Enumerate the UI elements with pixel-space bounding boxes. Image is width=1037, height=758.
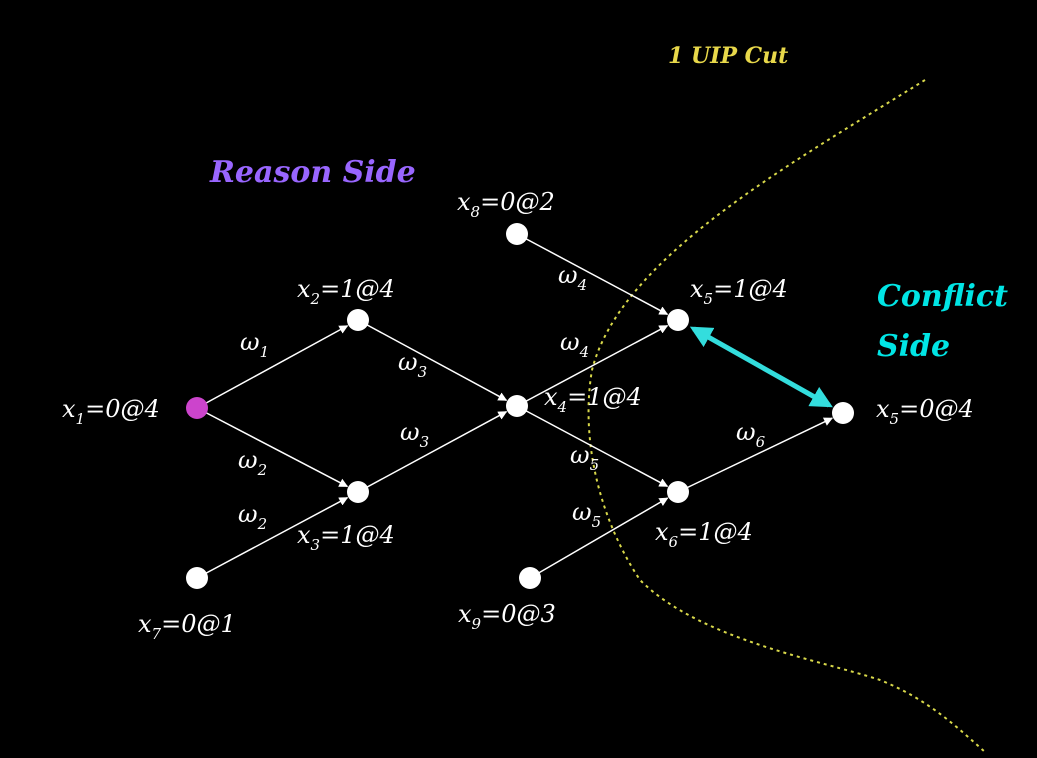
node-labels-layer: x1=0@4 x2=1@4 x3=1@4 x4=1@4 x5=1@4 x5=0@4 x6=1… [62, 188, 974, 643]
edge-label-x3-x4: ω3 [400, 418, 429, 451]
edge-x6-x5b [677, 417, 833, 493]
edge-x8-x5 [516, 233, 669, 316]
node-label-x2: x2=1@4 [297, 275, 395, 308]
cut-title: 1 UIP Cut [668, 43, 788, 69]
node-label-x4: x4=1@4 [544, 383, 642, 416]
node-x5 [667, 309, 689, 331]
node-label-x9: x9=0@3 [458, 600, 556, 633]
node-x1-decision [186, 397, 208, 419]
reason-side-title: Reason Side [209, 155, 416, 190]
edge-label-x1-x2: ω1 [240, 328, 269, 361]
node-x6 [667, 481, 689, 503]
edge-label-x8-x5: ω4 [558, 261, 587, 294]
edge-x4-x6 [516, 405, 669, 488]
node-x4 [506, 395, 528, 417]
edge-label-x1-x3: ω2 [238, 446, 267, 479]
node-label-x5: x5=1@4 [690, 275, 788, 308]
edge-x7-x3 [196, 496, 349, 579]
conflict-arrow [689, 326, 833, 408]
node-x3 [347, 481, 369, 503]
edge-x1-x2 [196, 325, 349, 409]
node-label-x5b: x5=0@4 [876, 395, 974, 428]
conflict-side-title-line2: Side [877, 329, 950, 364]
node-label-x7: x7=0@1 [138, 610, 236, 643]
edge-x2-x4 [357, 319, 508, 401]
edge-label-x6-x5b: ω6 [736, 418, 766, 451]
nodes-layer [186, 223, 854, 589]
edge-x3-x4 [357, 411, 508, 493]
edge-label-x4-x6: ω5 [570, 441, 599, 474]
edge-x1-x3 [196, 407, 349, 488]
node-x8 [506, 223, 528, 245]
node-x5b [832, 402, 854, 424]
node-x9 [519, 567, 541, 589]
conflict-layer [689, 326, 833, 408]
node-x7 [186, 567, 208, 589]
edge-x4-x5 [516, 324, 669, 407]
node-label-x1: x1=0@4 [62, 395, 160, 428]
edge-labels-layer: ω1 ω2 ω2 ω3 ω3 ω4 ω4 ω5 ω5 ω6 [238, 261, 766, 533]
edge-label-x4-x5: ω4 [560, 328, 589, 361]
edge-x9-x6 [529, 497, 669, 579]
uip-cut-curve [587, 79, 986, 753]
node-x2 [347, 309, 369, 331]
edges-layer [196, 233, 833, 579]
edge-label-x9-x6: ω5 [572, 498, 601, 531]
node-label-x3: x3=1@4 [297, 521, 395, 554]
edge-label-x7-x3: ω2 [238, 500, 267, 533]
edge-label-x2-x4: ω3 [398, 348, 427, 381]
conflict-side-title-line1: Conflict [877, 279, 1008, 314]
node-label-x6: x6=1@4 [655, 518, 753, 551]
node-label-x8: x8=0@2 [457, 188, 555, 221]
